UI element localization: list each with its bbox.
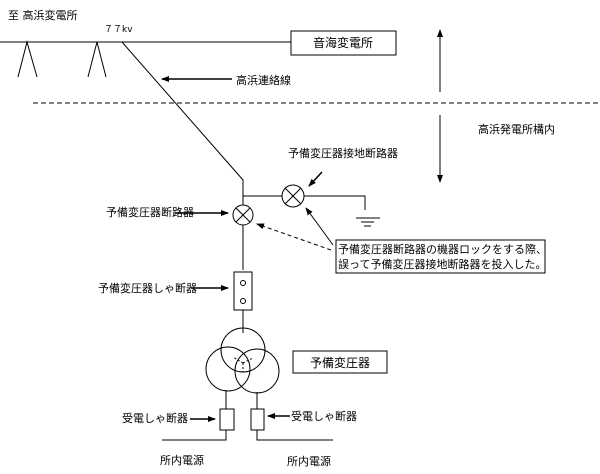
substation-box <box>290 30 397 56</box>
transformer-label-box <box>292 350 388 374</box>
tower-icon <box>87 41 107 78</box>
station-power-left-label: 所内電源 <box>160 453 204 467</box>
ground-disconnector-symbol <box>281 184 305 208</box>
callout-box <box>335 239 546 274</box>
receiving-breaker-right-label: 受電しゃ断器 <box>291 409 357 423</box>
station-power-right-label: 所内電源 <box>287 454 331 468</box>
tie-line-label: 高浜連絡線 <box>236 73 291 87</box>
tower-icon <box>17 40 38 78</box>
tie-line <box>121 41 244 270</box>
receiving-breaker-right <box>250 408 265 431</box>
voltage-label: ７７kv <box>104 25 133 35</box>
circuit-breaker-symbol <box>233 271 253 311</box>
callout-line-1: 予備変圧器断路器の機器ロックをする際、 <box>338 242 547 256</box>
disconnector-symbol <box>232 204 254 226</box>
destination-label: 至 高浜変電所 <box>8 8 78 22</box>
ground-icon <box>356 217 380 227</box>
ground-disconnector-label: 予備変圧器接地断路器 <box>288 146 398 160</box>
substation-label: 音海変電所 <box>313 35 373 50</box>
receiving-breaker-left-label: 受電しゃ断器 <box>122 411 188 425</box>
callout-line-2: 誤って予備変圧器接地断路器を投入した。 <box>338 257 546 271</box>
receiving-breaker-left <box>219 408 235 431</box>
transformer-label: 予備変圧器 <box>310 355 370 370</box>
circuit-breaker-label: 予備変圧器しゃ断器 <box>98 281 197 295</box>
premises-label: 高浜発電所構内 <box>478 122 555 136</box>
disconnector-label: 予備変圧器断路器 <box>106 205 194 219</box>
transformer-symbol <box>205 327 280 394</box>
